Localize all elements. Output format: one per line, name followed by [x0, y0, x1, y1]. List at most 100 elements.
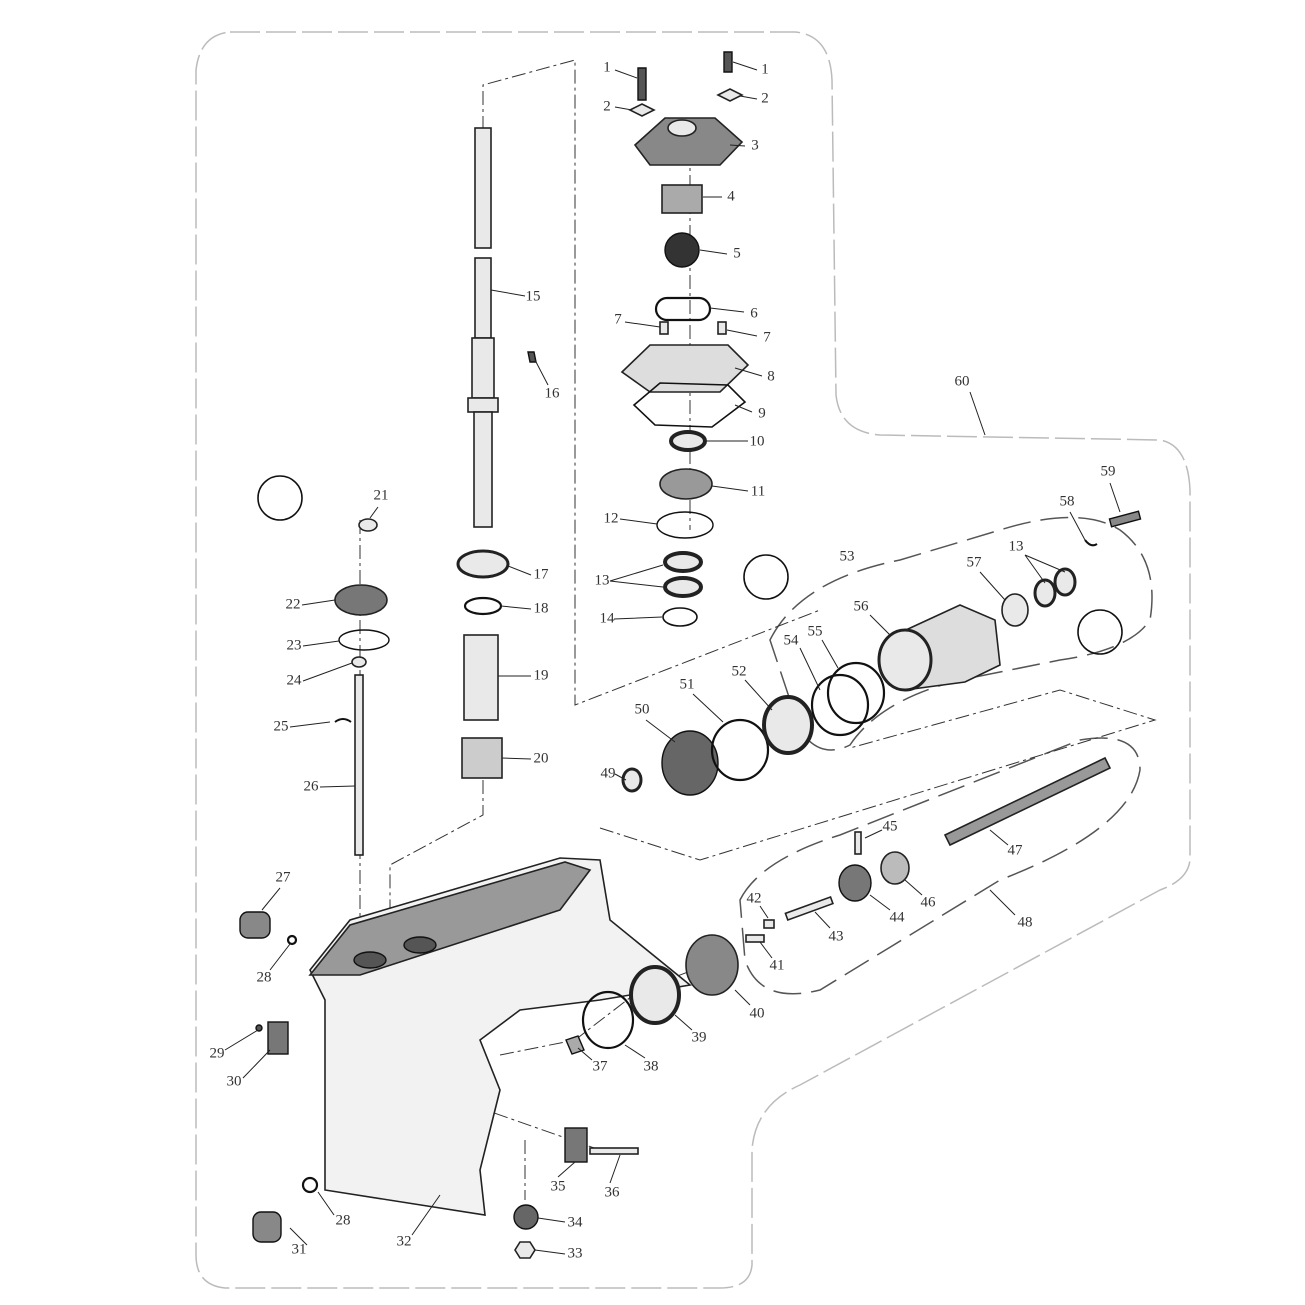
washer-14 [662, 607, 698, 627]
leader-lines [224, 61, 1121, 1255]
bolt-1a [637, 67, 647, 101]
label-32: 32 [397, 1233, 412, 1249]
pump-housing-boss [667, 119, 697, 137]
trim-tab-35 [564, 1127, 588, 1163]
label-59: 59 [1101, 463, 1116, 479]
label-25: 25 [274, 718, 289, 734]
label-54: 54 [784, 632, 800, 648]
label-1: 1 [603, 59, 611, 75]
gasket-9 [632, 382, 747, 428]
label-50: 50 [635, 701, 650, 717]
clip-25 [334, 718, 352, 723]
label-37: 37 [593, 1058, 609, 1074]
cap-34 [513, 1204, 539, 1230]
label-13: 13 [595, 572, 610, 588]
washer-49 [621, 767, 643, 793]
label-35: 35 [551, 1178, 566, 1194]
housing-11 [659, 468, 713, 500]
label-23: 23 [287, 637, 302, 653]
assembly-line [499, 959, 721, 1056]
label-52: 52 [732, 663, 747, 679]
prop-shaft-47 [943, 756, 1112, 847]
spring-46 [880, 851, 910, 885]
bolt-1b [723, 51, 733, 73]
label-43: 43 [829, 928, 844, 944]
pump-housing-3 [633, 117, 744, 166]
label-42: 42 [747, 890, 762, 906]
label-22: 22 [286, 596, 301, 612]
washer-28a [286, 934, 298, 946]
label-10: 10 [750, 433, 765, 449]
bushing-22 [334, 584, 388, 616]
label-21: 21 [374, 487, 389, 503]
anode-30 [267, 1021, 289, 1055]
label-58: 58 [1060, 493, 1075, 509]
assembly-outline-60 [195, 31, 1191, 1289]
label-47: 47 [1008, 842, 1024, 858]
label-3: 3 [751, 137, 759, 153]
sleeve-19 [463, 634, 499, 721]
plug-31 [252, 1211, 282, 1243]
group-outline-53 [769, 516, 1153, 751]
label-17: 17 [534, 566, 550, 582]
label-34: 34 [568, 1214, 584, 1230]
label-53: 53 [840, 548, 855, 564]
label-60: 60 [955, 373, 970, 389]
washer-2b [716, 88, 744, 102]
bolt-36 [589, 1147, 639, 1155]
outer-plate-8 [620, 344, 750, 393]
pin-7a [659, 321, 669, 335]
washer-28b [301, 1176, 319, 1194]
label-56: 56 [854, 598, 870, 614]
impeller-5 [664, 232, 700, 268]
label-36: 36 [605, 1184, 621, 1200]
drive-shaft [467, 127, 499, 528]
label-41: 41 [770, 957, 785, 973]
washer-24 [351, 656, 367, 668]
label-15: 15 [526, 288, 541, 304]
label-29: 29 [210, 1045, 225, 1061]
label-8: 8 [767, 368, 775, 384]
label-6: 6 [750, 305, 758, 321]
bearing-52 [762, 695, 814, 755]
label-26: 26 [304, 778, 320, 794]
label-12: 12 [604, 510, 619, 526]
bearing-20 [461, 737, 503, 779]
label-24: 24 [287, 672, 303, 688]
assembly-line [599, 689, 1157, 861]
washer-21 [358, 518, 378, 532]
washer-2a [628, 103, 656, 117]
washer-58 [1084, 539, 1098, 547]
screw-29 [255, 1024, 263, 1032]
oring-55 [826, 661, 886, 725]
gasket-12 [656, 511, 714, 539]
bearing-57 [1001, 593, 1029, 627]
label-46: 46 [921, 894, 937, 910]
label-7: 7 [763, 329, 771, 345]
nut-33 [514, 1241, 536, 1259]
oring-54 [810, 673, 870, 737]
label-33: 33 [568, 1245, 583, 1261]
pin-7b [717, 321, 727, 335]
bearing-39 [629, 965, 681, 1025]
gear-40 [685, 934, 739, 996]
seal-10 [669, 430, 707, 452]
detail-callout-21 [257, 475, 303, 521]
oring-38 [581, 990, 635, 1050]
oring-18 [463, 596, 503, 616]
label-39: 39 [692, 1029, 707, 1045]
pin-41 [745, 934, 765, 943]
bolt-59 [1108, 510, 1142, 528]
label-44: 44 [890, 909, 906, 925]
detail-callout-57 [1077, 609, 1123, 655]
ball-42 [763, 919, 775, 929]
label-40: 40 [750, 1005, 765, 1021]
detail-callout-13 [743, 554, 789, 600]
seal-13a [663, 551, 703, 573]
gear-housing-32 [308, 857, 692, 1216]
label-55: 55 [808, 623, 823, 639]
group-outline-48 [739, 737, 1141, 995]
label-28: 28 [257, 969, 272, 985]
